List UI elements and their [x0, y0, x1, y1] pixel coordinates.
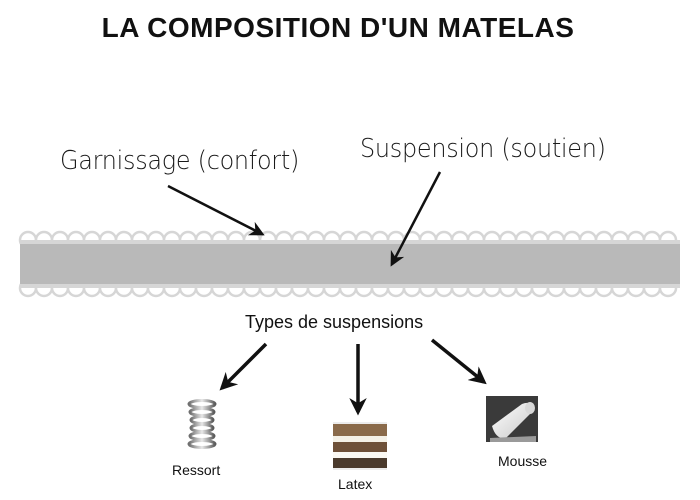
- foam-roll-icon: [486, 396, 538, 442]
- label-suspension-types: Types de suspensions: [245, 312, 424, 332]
- label-suspension: Suspension (soutien): [360, 134, 606, 164]
- arrow-suspension: [390, 171, 442, 267]
- mattress-top-edge: [20, 240, 680, 244]
- arrow-ressort: [219, 342, 268, 391]
- arrow-garnissage: [167, 184, 265, 236]
- mattress-core: [20, 244, 680, 284]
- latex-block-icon: [333, 422, 387, 470]
- page-title: LA COMPOSITION D'UN MATELAS: [101, 12, 575, 43]
- spring-icon: [187, 399, 217, 449]
- mattress-bottom-edge: [20, 284, 680, 288]
- label-ressort: Ressort: [172, 462, 221, 478]
- label-garnissage: Garnissage (confort): [60, 146, 300, 176]
- mattress: [18, 230, 680, 298]
- label-latex: Latex: [338, 476, 373, 492]
- label-mousse: Mousse: [498, 453, 548, 469]
- arrow-mousse: [430, 338, 487, 385]
